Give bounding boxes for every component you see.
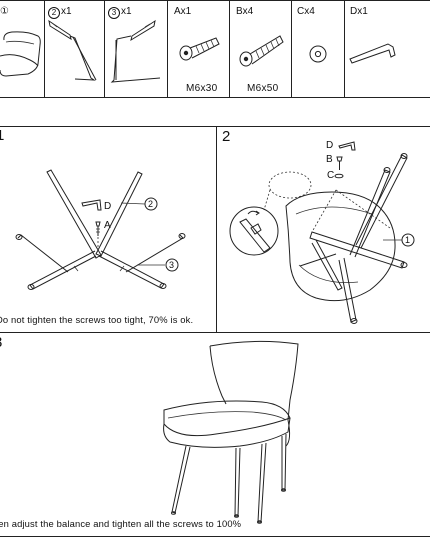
step-1-callout-3: 3	[169, 260, 175, 270]
part-leg-2-qty: x1	[61, 6, 72, 17]
part-seat-label: ①	[0, 6, 9, 18]
part-d-letter: D	[350, 6, 358, 17]
part-seat-number: ①	[0, 6, 9, 17]
step-3-note: Then adjust the balance and tighten all …	[0, 518, 242, 529]
step-2-tag-b: B	[326, 154, 333, 165]
part-b-letter: B	[236, 6, 243, 17]
part-b-label: Bx4	[236, 6, 253, 18]
part-b-qty: x4	[242, 6, 254, 17]
part-d-label: Dx1	[350, 6, 368, 18]
part-leg-2-number: 2	[48, 7, 60, 19]
part-c-label: Cx4	[297, 6, 315, 18]
part-d-qty: x1	[357, 6, 368, 17]
step-2-number: 2	[222, 128, 231, 145]
part-c-qty: x4	[304, 6, 315, 17]
part-c-letter: C	[297, 6, 305, 17]
part-leg-3-qty: x1	[121, 6, 132, 17]
step-1-number: 1	[0, 127, 5, 144]
step-2-tag-c: C	[327, 170, 335, 181]
step-1-tag-a: A	[104, 220, 111, 231]
step-3-number: 3	[0, 335, 2, 351]
part-leg-3-number: 3	[108, 7, 120, 19]
bolt-b-size: M6x50	[247, 83, 279, 94]
part-a-label: Ax1	[174, 6, 191, 18]
part-a-qty: x1	[180, 6, 192, 17]
step-1-tag-d: D	[104, 201, 112, 212]
step-2-callout-1: 1	[405, 235, 411, 245]
step-1-callout-2: 2	[148, 199, 154, 209]
step-1-note: Do not tighten the screws too tight, 70%…	[0, 314, 194, 325]
bolt-a-size: M6x30	[186, 83, 218, 94]
part-a-letter: A	[174, 6, 181, 17]
step-2-tag-d: D	[326, 140, 334, 151]
